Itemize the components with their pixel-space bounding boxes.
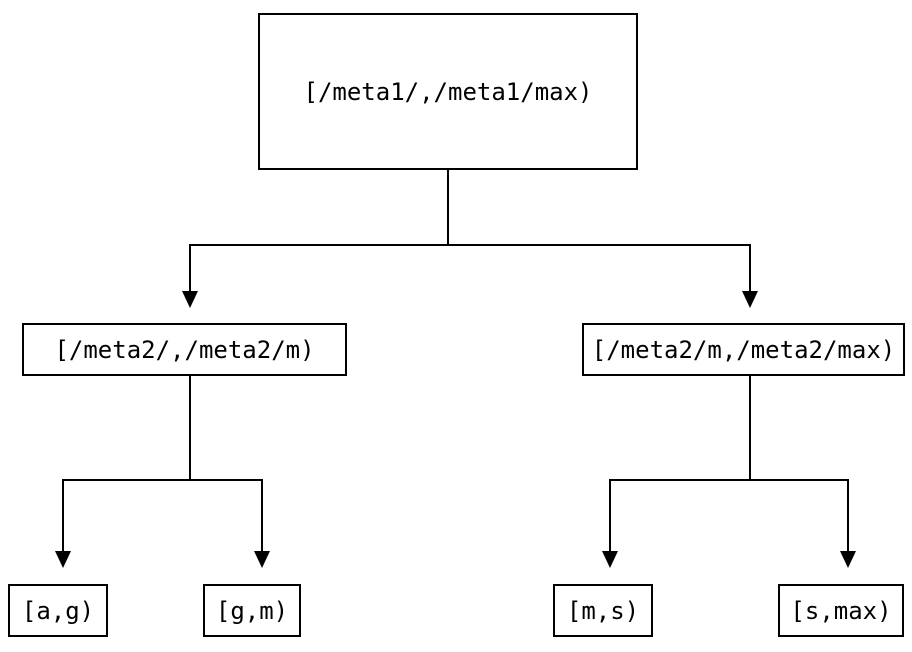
node-meta2-low-range: [/meta2/,/meta2/m)	[22, 323, 347, 376]
edge-meta2-low-to-leaf-ag	[62, 376, 191, 551]
arrow-down-icon	[840, 551, 856, 568]
node-leaf-g-m: [g,m)	[203, 584, 301, 637]
edge-root-to-meta2-low	[189, 170, 449, 291]
edge-meta2-high-to-leaf-ms	[609, 376, 751, 551]
arrow-down-icon	[254, 551, 270, 568]
arrow-down-icon	[742, 291, 758, 308]
node-leaf-a-g: [a,g)	[8, 584, 108, 637]
node-root-meta1-range: [/meta1/,/meta1/max)	[258, 13, 638, 170]
node-leaf-s-max: [s,max)	[778, 584, 904, 637]
arrow-down-icon	[182, 291, 198, 308]
node-leaf-m-s: [m,s)	[553, 584, 653, 637]
edge-meta2-low-to-leaf-gm	[190, 479, 263, 551]
edge-root-to-meta2-high	[448, 244, 751, 291]
arrow-down-icon	[55, 551, 71, 568]
node-meta2-high-range: [/meta2/m,/meta2/max)	[582, 323, 905, 376]
edge-meta2-high-to-leaf-smax	[750, 479, 849, 551]
arrow-down-icon	[602, 551, 618, 568]
